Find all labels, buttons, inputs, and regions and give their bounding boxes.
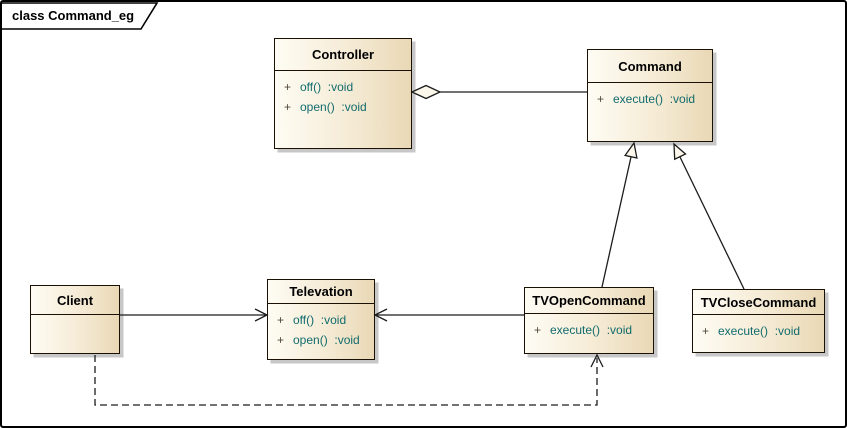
member-signature: off() :void <box>300 80 354 94</box>
class-body-controller: + off() :void + open() :void <box>275 71 411 117</box>
class-body-client <box>31 315 119 321</box>
aggregation-diamond-icon <box>410 84 442 100</box>
class-member: + execute() :void <box>534 320 649 340</box>
diagram-frame-label: class Command_eg <box>12 8 135 23</box>
class-member: + execute() :void <box>702 321 820 341</box>
association-connector-tvopencommand-televation[interactable] <box>373 308 524 322</box>
class-member: + open() :void <box>284 97 407 117</box>
class-name-command: Command <box>588 50 712 83</box>
member-visibility: + <box>534 323 542 337</box>
member-signature: open() :void <box>293 333 360 347</box>
member-visibility: + <box>277 313 285 327</box>
class-body-televation: + off() :void + open() :void <box>268 304 374 350</box>
class-name-tvopencommand: TVOpenCommand <box>525 288 653 314</box>
generalization-connector-tvopencommand-command[interactable] <box>601 141 638 288</box>
member-visibility: + <box>277 333 285 347</box>
member-signature: open() :void <box>300 100 367 114</box>
class-name-televation: Televation <box>268 280 374 304</box>
dependency-connector-client-tvopencommand[interactable] <box>94 353 604 406</box>
open-arrowhead-icon <box>254 308 269 322</box>
member-signature: execute() :void <box>550 323 633 337</box>
class-box-tvclosecommand[interactable]: TVCloseCommand + execute() :void <box>692 289 825 353</box>
class-member: + off() :void <box>284 77 407 97</box>
member-visibility: + <box>702 324 710 338</box>
class-box-command[interactable]: Command + execute() :void <box>587 49 713 142</box>
aggregation-connector-controller-command[interactable] <box>410 84 587 100</box>
class-box-tvopencommand[interactable]: TVOpenCommand + execute() :void <box>524 287 654 354</box>
open-arrowhead-icon <box>590 353 604 368</box>
member-signature: execute() :void <box>613 92 696 106</box>
generalization-triangle-icon <box>673 142 687 161</box>
open-arrowhead-icon <box>373 308 388 322</box>
member-visibility: + <box>597 92 605 106</box>
member-signature: execute() :void <box>718 324 801 338</box>
class-name-tvclosecommand: TVCloseCommand <box>693 290 824 315</box>
association-connector-client-televation[interactable] <box>120 308 269 322</box>
class-member: + execute() :void <box>597 89 708 109</box>
class-box-controller[interactable]: Controller + off() :void + open() :void <box>274 38 412 149</box>
class-box-televation[interactable]: Televation + off() :void + open() :void <box>267 279 375 360</box>
class-body-tvclosecommand: + execute() :void <box>693 315 824 341</box>
class-name-client: Client <box>31 286 119 315</box>
class-body-command: + execute() :void <box>588 83 712 109</box>
class-box-client[interactable]: Client <box>30 285 120 354</box>
class-member: + off() :void <box>277 310 370 330</box>
generalization-connector-tvclosecommand-command[interactable] <box>673 142 745 290</box>
member-visibility: + <box>284 80 292 94</box>
member-visibility: + <box>284 100 292 114</box>
member-signature: off() :void <box>293 313 347 327</box>
class-body-tvopencommand: + execute() :void <box>525 314 653 340</box>
class-name-controller: Controller <box>275 39 411 71</box>
class-member: + open() :void <box>277 330 370 350</box>
generalization-triangle-icon <box>623 141 638 159</box>
